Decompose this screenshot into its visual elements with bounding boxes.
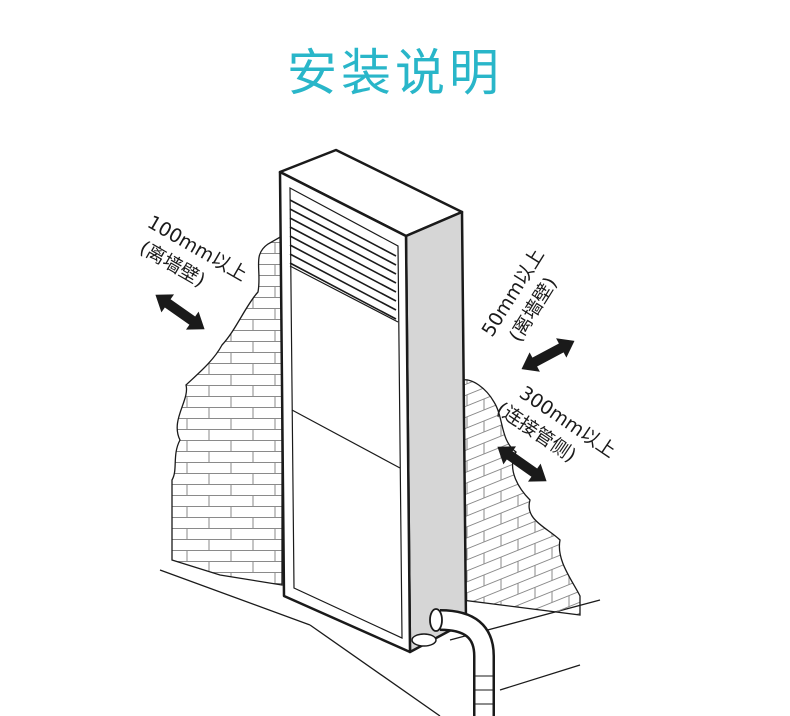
ac-unit-side (404, 210, 468, 654)
air-outlet-louvres (289, 199, 397, 320)
left-wall (171, 234, 283, 586)
panel-divider-middle (291, 409, 401, 469)
back-wall (461, 379, 581, 616)
arrow-left-clearance (155, 294, 205, 330)
ac-unit-front-panel (289, 186, 403, 639)
arrow-back-clearance (521, 338, 575, 372)
ac-unit (278, 148, 468, 654)
connecting-pipe (411, 608, 495, 716)
ac-unit-front (278, 170, 412, 654)
panel-divider-upper (289, 265, 399, 323)
page-title: 安装说明 (287, 44, 503, 102)
arrow-pipe-side-clearance (497, 446, 547, 482)
